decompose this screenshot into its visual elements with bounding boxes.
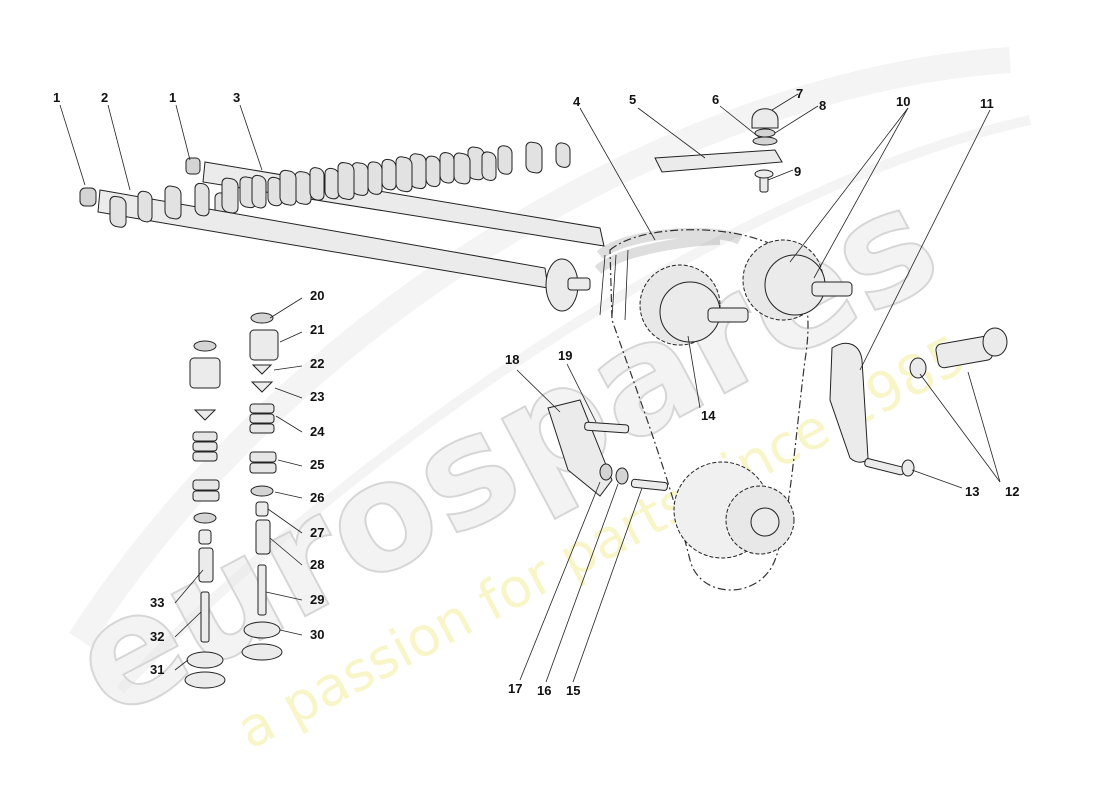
callout-19: 19 [558,348,572,363]
callout-30: 30 [310,627,324,642]
chain-tensioner [909,327,1008,379]
callout-28: 28 [310,557,324,572]
callout-labels: 1 2 1 3 4 5 6 7 8 9 10 11 12 13 14 15 16… [53,86,1019,698]
plug-icon [79,187,97,207]
sprocket-right [742,239,853,321]
callout-13: 13 [965,484,979,499]
callout-21: 21 [310,322,324,337]
callout-12: 12 [1005,484,1019,499]
callout-31: 31 [150,662,164,677]
callout-5: 5 [629,92,636,107]
callout-32: 32 [150,629,164,644]
plug-icon [185,157,201,175]
callout-3: 3 [233,90,240,105]
callout-23: 23 [310,389,324,404]
camshaft-lower [79,151,591,312]
leader-lines [59,93,1001,683]
callout-25: 25 [310,457,324,472]
valve-stack-left [184,340,226,689]
callout-22: 22 [310,356,324,371]
callout-14: 14 [701,408,716,423]
chain-guide-top [654,108,783,193]
valve-stack-right [241,312,283,661]
crank-sprocket [673,461,795,559]
callout-1b: 1 [169,90,176,105]
callout-10: 10 [896,94,910,109]
callout-20: 20 [310,288,324,303]
callout-27: 27 [310,525,324,540]
callout-8: 8 [819,98,826,113]
callout-17: 17 [508,681,522,696]
callout-15: 15 [566,683,580,698]
callout-16: 16 [537,683,551,698]
callout-6: 6 [712,92,719,107]
callout-4: 4 [573,94,581,109]
callout-9: 9 [794,164,801,179]
callout-24: 24 [310,424,325,439]
callout-7: 7 [796,86,803,101]
chain-guide-lower [547,399,669,497]
callout-33: 33 [150,595,164,610]
callout-29: 29 [310,592,324,607]
timing-chain [594,227,809,591]
callout-2: 2 [101,90,108,105]
callout-18: 18 [505,352,519,367]
callout-26: 26 [310,490,324,505]
callout-11: 11 [980,96,994,111]
sprocket-left [639,264,749,346]
tensioner-rail [829,342,915,477]
callout-1a: 1 [53,90,60,105]
